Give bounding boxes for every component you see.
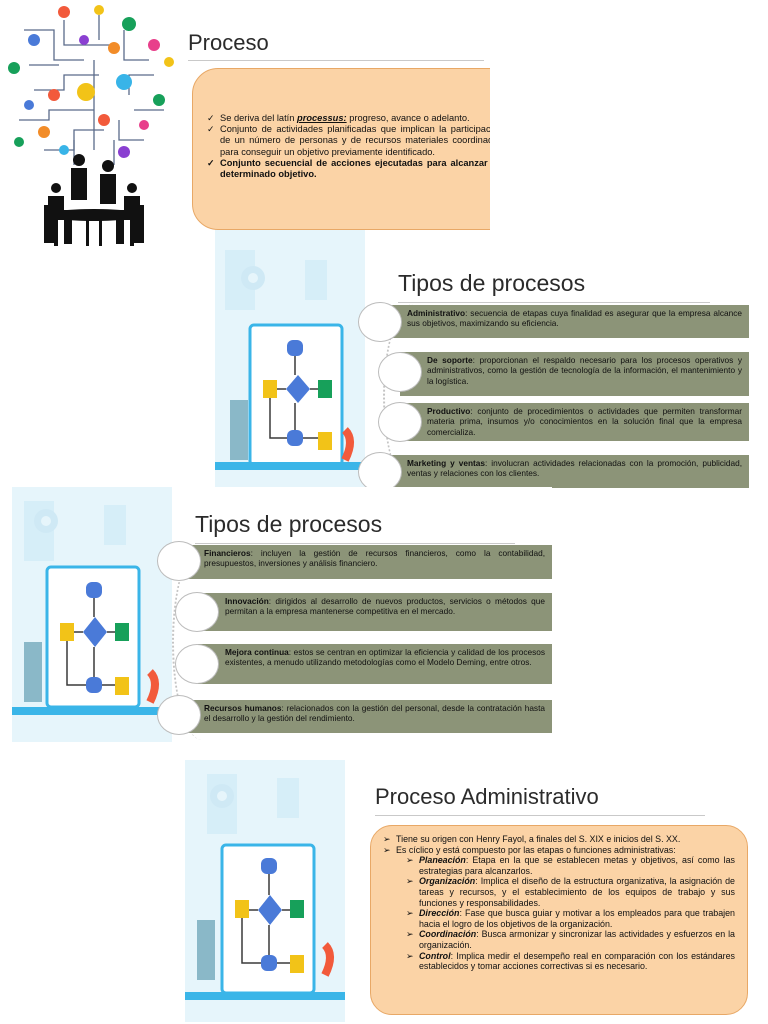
bullet-circle: [157, 695, 201, 735]
definition-item: ✓ Conjunto de actividades planificadas qu…: [207, 124, 490, 158]
process-type-bar: Innovación: dirigidos al desarrollo de n…: [198, 593, 552, 631]
bullet-circle: [175, 592, 219, 632]
stage-term: Organización: [419, 876, 476, 887]
bullet-circle: [378, 352, 422, 392]
definition-text: Conjunto de actividades planificadas que…: [220, 124, 490, 157]
slide-title: Tipos de procesos: [398, 270, 586, 296]
arrow-bullet-icon: ➢: [383, 834, 391, 844]
process-type-term: Recursos humanos: [204, 703, 282, 713]
process-type-term: Innovación: [225, 596, 269, 606]
stage-term: Dirección: [419, 908, 460, 919]
definition-list: ✓ Se deriva del latín processus: progreso…: [207, 113, 490, 180]
flowchart-illustration: [12, 487, 172, 742]
process-type-term: Financieros: [204, 548, 251, 558]
intro-text: Es cíclico y está compuesto por las etap…: [396, 844, 676, 855]
intro-text: Tiene su origen con Henry Fayol, a final…: [396, 834, 681, 844]
arrow-bullet-icon: ➢: [406, 950, 414, 961]
definition-item: ✓ Conjunto secuencial de acciones ejecuta…: [207, 158, 490, 180]
process-type-term: De soporte: [427, 355, 473, 365]
stage-desc: : Busca armonizar y sincronizar las acti…: [419, 929, 735, 950]
process-type-desc: : relacionados con la gestión del person…: [204, 703, 545, 724]
stage-desc: : Etapa en la que se establecen metas y …: [419, 855, 735, 876]
flowchart-illustration: [215, 230, 365, 488]
process-type-bar: Recursos humanos: relacionados con la ge…: [184, 700, 552, 733]
bullet-circle: [175, 644, 219, 684]
slide-tipos-procesos-1: Tipos de procesos Administrativo: secuen…: [215, 230, 749, 488]
stage-item: ➢ Coordinación: Busca armonizar y sincron…: [406, 929, 735, 950]
slide-title: Proceso Administrativo: [375, 784, 599, 809]
arrow-bullet-icon: ➢: [406, 855, 414, 866]
definition-box: ✓ Se deriva del latín processus: progreso…: [192, 68, 490, 230]
process-type-term: Productivo: [427, 406, 471, 416]
process-type-bar: Productivo: conjunto de procedimientos o…: [400, 403, 749, 441]
stage-item: ➢ Organización: Implica el diseño de la e…: [406, 876, 735, 908]
slide-title: Tipos de procesos: [195, 511, 383, 537]
definition-text: progreso, avance o adelanto.: [346, 113, 470, 123]
definition-text: Conjunto secuencial de acciones ejecutad…: [220, 157, 490, 180]
stage-term: Planeación: [419, 855, 466, 866]
process-type-bar: Administrativo: secuencia de etapas cuya…: [387, 305, 749, 338]
stage-item: ➢ Dirección: Fase que busca guiar y motiv…: [406, 908, 735, 929]
intro-list: ➢ Tiene su origen con Henry Fayol, a fina…: [383, 834, 735, 855]
slide-proceso: Proceso ✓ Se deriva del latín processus: …: [4, 0, 490, 251]
title-rule: [188, 60, 484, 61]
stage-item: ➢ Control: Implica medir el desempeño rea…: [406, 951, 735, 972]
stage-desc: : Fase que busca guiar y motivar a los e…: [419, 908, 735, 929]
stage-desc: : Implica el diseño de la estructura org…: [419, 876, 735, 908]
slide-tipos-procesos-2: Tipos de procesos Financieros: incluyen …: [12, 487, 552, 742]
bullet-circle: [358, 452, 402, 488]
intro-item: ➢ Tiene su origen con Henry Fayol, a fina…: [383, 834, 735, 845]
connector-curve: [172, 545, 232, 740]
process-type-bar: De soporte: proporcionan el respaldo nec…: [400, 352, 749, 396]
intro-item: ➢ Es cíclico y está compuesto por las eta…: [383, 845, 735, 856]
title-rule: [398, 302, 710, 303]
check-icon: ✓: [207, 124, 215, 135]
bullet-circle: [358, 302, 402, 342]
stages-list: ➢ Planeación: Etapa en la que se establec…: [383, 855, 735, 972]
check-icon: ✓: [207, 157, 215, 168]
arrow-bullet-icon: ➢: [406, 876, 414, 887]
title-rule: [195, 543, 515, 544]
connector-curve: [383, 304, 443, 488]
process-type-bar: Financieros: incluyen la gestión de recu…: [184, 545, 552, 579]
arrow-bullet-icon: ➢: [406, 929, 414, 940]
definition-text: Se deriva del latín: [220, 113, 298, 123]
process-type-term: Marketing y ventas: [407, 458, 486, 468]
check-icon: ✓: [207, 113, 215, 123]
bullet-circle: [157, 541, 201, 581]
latin-term: processus:: [297, 113, 347, 123]
process-type-desc: : estos se centran en optimizar la efici…: [225, 647, 545, 668]
process-type-bar: Marketing y ventas: involucran actividad…: [387, 455, 749, 488]
process-type-bar: Mejora continua: estos se centran en opt…: [198, 644, 552, 684]
process-type-desc: : dirigidos al desarrollo de nuevos prod…: [225, 596, 545, 617]
arrow-bullet-icon: ➢: [406, 908, 414, 919]
slide-proceso-administrativo: Proceso Administrativo ➢ Tiene su origen …: [185, 760, 750, 1022]
process-network-illustration: [8, 5, 174, 246]
process-type-desc: : involucran actividades relacionadas co…: [407, 458, 742, 479]
title-rule: [375, 815, 705, 816]
bullet-circle: [378, 402, 422, 442]
process-type-desc: : secuencia de etapas cuya finalidad es …: [407, 308, 742, 329]
definition-item: ✓ Se deriva del latín processus: progreso…: [207, 113, 490, 124]
process-type-desc: : conjunto de procedimientos o actividad…: [427, 406, 742, 437]
stage-term: Control: [419, 950, 451, 961]
slide-title: Proceso: [188, 30, 269, 55]
stage-item: ➢ Planeación: Etapa en la que se establec…: [406, 855, 735, 876]
stage-desc: : Implica medir el desempeño real en com…: [419, 950, 735, 972]
process-type-desc: : proporcionan el respaldo necesario par…: [427, 355, 742, 386]
flowchart-illustration: [185, 760, 345, 1022]
stages-box: ➢ Tiene su origen con Henry Fayol, a fina…: [370, 825, 748, 1015]
stage-term: Coordinación: [419, 929, 477, 940]
process-type-term: Mejora continua: [225, 647, 289, 657]
arrow-bullet-icon: ➢: [383, 844, 391, 855]
process-type-term: Administrativo: [407, 308, 466, 318]
process-type-desc: : incluyen la gestión de recursos financ…: [204, 548, 545, 569]
